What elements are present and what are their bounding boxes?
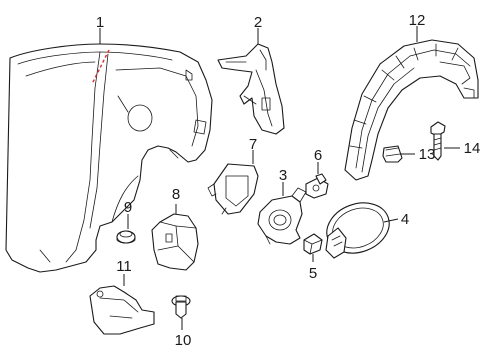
part-2-bracket (217, 43, 285, 135)
callout-13: 13 (419, 146, 436, 163)
callout-10: 10 (175, 332, 192, 349)
callout-8: 8 (172, 186, 180, 203)
part-8-bracket (151, 213, 199, 271)
cut-line (91, 49, 110, 85)
part-10-pin (171, 295, 191, 319)
part-6-clip (305, 173, 329, 199)
part-9-grommet (116, 230, 136, 244)
part-14-bolt (430, 121, 446, 161)
callout-4: 4 (401, 211, 409, 228)
part-3-filler-housing (257, 187, 307, 245)
part-4-filler-door (325, 202, 390, 259)
part-12-wheel-liner (344, 39, 479, 181)
callout-7: 7 (249, 136, 257, 153)
part-11-bracket (89, 285, 155, 335)
callout-2: 2 (254, 14, 262, 31)
part-7-bracket (207, 163, 259, 215)
callout-1: 1 (96, 14, 104, 31)
callouts: 1 2 12 14 13 7 6 3 4 5 9 8 11 10 (96, 12, 481, 349)
callout-14: 14 (464, 140, 481, 157)
callout-6: 6 (314, 147, 322, 164)
callout-9: 9 (124, 199, 132, 216)
callout-12: 12 (409, 12, 426, 29)
callout-11: 11 (116, 258, 132, 275)
part-1-quarter-panel (5, 43, 213, 273)
part-13-clip (382, 145, 403, 163)
callout-5: 5 (309, 265, 317, 282)
callout-3: 3 (279, 167, 287, 184)
part-5-clip (303, 233, 323, 255)
leader-lines (99, 26, 460, 330)
